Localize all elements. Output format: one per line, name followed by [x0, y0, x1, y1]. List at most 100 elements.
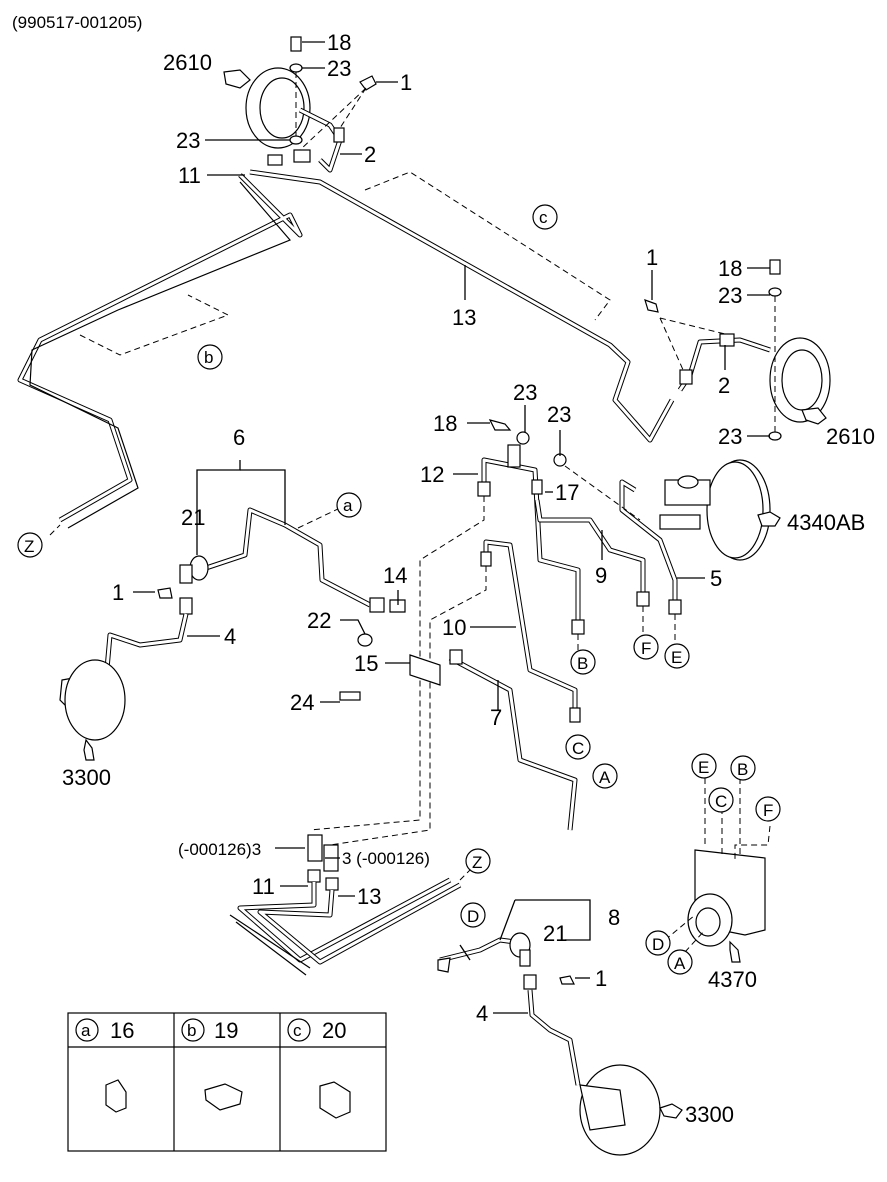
svg-text:F: F	[641, 639, 651, 658]
svg-text:a: a	[81, 1021, 91, 1040]
marker-c: C	[708, 787, 734, 813]
legend-part-19: 19	[214, 1018, 238, 1043]
legend-cell-a: a 16	[75, 1018, 134, 1113]
marker-f: F	[633, 634, 659, 660]
svg-text:Z: Z	[24, 537, 34, 556]
callout-3300: 3300	[685, 1102, 734, 1127]
callout-18: 18	[327, 30, 351, 55]
callout-13: 13	[452, 305, 476, 330]
callout-2610: 2610	[163, 50, 212, 75]
rear-brake-backing-plate-left	[223, 36, 377, 173]
callout-23: 23	[718, 424, 742, 449]
callout-14: 14	[383, 563, 407, 588]
legend-cell-c: c 20	[287, 1018, 351, 1119]
clip-b-leader	[79, 294, 230, 356]
marker-b: B	[570, 649, 596, 675]
svg-text:C: C	[572, 739, 584, 758]
part-callout-labels: 18 23 1 2610 23 2 11 13 1 18 23 2 23 261…	[62, 30, 875, 1127]
callout-23: 23	[176, 128, 200, 153]
marker-a: A	[592, 763, 618, 789]
callout-1: 1	[112, 580, 124, 605]
callout-6: 6	[233, 425, 245, 450]
svg-text:D: D	[467, 907, 479, 926]
svg-text:c: c	[293, 1021, 302, 1040]
clip-c-leader	[364, 171, 611, 321]
callout-11: 11	[178, 163, 201, 188]
callout-18: 18	[433, 411, 457, 436]
callout-3300: 3300	[62, 765, 111, 790]
callout-17: 17	[555, 480, 579, 505]
svg-text:E: E	[698, 758, 709, 777]
callout-4: 4	[476, 1001, 488, 1026]
marker-b: b	[197, 344, 223, 370]
marker-b: B	[730, 755, 756, 781]
svg-text:A: A	[599, 768, 611, 787]
svg-text:F: F	[763, 801, 773, 820]
svg-text:C: C	[715, 792, 727, 811]
callout-4370: 4370	[708, 967, 757, 992]
clip-16-icon	[105, 1079, 127, 1113]
clip-20-icon	[319, 1081, 351, 1119]
callout-1: 1	[400, 70, 412, 95]
marker-a: A	[667, 949, 693, 975]
callout-leaders	[133, 41, 770, 1014]
callout-23: 23	[513, 380, 537, 405]
clip-19-icon	[204, 1083, 243, 1111]
connection-markers: c b a Z B F E C A Z D E B C F D A	[17, 204, 781, 975]
svg-text:E: E	[671, 648, 682, 667]
marker-d: D	[645, 930, 671, 956]
callout-4: 4	[224, 624, 236, 649]
callout-18: 18	[718, 256, 742, 281]
callout-9: 9	[595, 563, 607, 588]
callout-2: 2	[718, 373, 730, 398]
marker-e: E	[664, 643, 690, 669]
right-front-brake-assembly	[437, 932, 683, 1156]
marker-c: c	[532, 204, 558, 230]
callout-1: 1	[646, 245, 658, 270]
callout-4340ab: 4340AB	[787, 510, 865, 535]
marker-e: E	[691, 753, 717, 779]
legend-cell-b: b 19	[181, 1018, 243, 1111]
callout-3-left: (-000126)3	[178, 840, 261, 859]
callout-3-right: 3 (-000126)	[342, 849, 430, 868]
marker-d: D	[460, 902, 486, 928]
callout-23: 23	[327, 56, 351, 81]
clip-legend-table: a 16 b 19 c 20	[67, 1012, 387, 1152]
abs-hydraulic-unit	[664, 778, 771, 963]
callout-8: 8	[608, 905, 620, 930]
marker-a: a	[336, 492, 362, 518]
svg-text:D: D	[652, 935, 664, 954]
z-leader-1	[49, 524, 61, 536]
callout-2: 2	[364, 142, 376, 167]
marker-c: C	[565, 734, 591, 760]
svg-text:B: B	[737, 760, 748, 779]
legend-part-16: 16	[110, 1018, 134, 1043]
svg-text:c: c	[539, 208, 548, 227]
svg-text:Z: Z	[472, 853, 482, 872]
callout-23: 23	[547, 402, 571, 427]
legend-part-20: 20	[322, 1018, 346, 1043]
callout-7: 7	[490, 705, 502, 730]
callout-22: 22	[307, 608, 331, 633]
marker-f: F	[755, 796, 781, 822]
front-brake-pipes	[309, 419, 682, 846]
callout-21: 21	[181, 505, 205, 530]
left-front-brake-assembly	[59, 507, 578, 831]
brake-booster-master-cylinder	[659, 459, 781, 561]
callout-12: 12	[420, 462, 444, 487]
svg-text:b: b	[204, 348, 213, 367]
rear-brake-backing-plate-right	[644, 259, 831, 441]
svg-text:B: B	[577, 654, 588, 673]
main-brake-pipes	[17, 169, 675, 529]
svg-text:A: A	[674, 954, 686, 973]
callout-23: 23	[718, 283, 742, 308]
callout-13: 13	[357, 884, 381, 909]
svg-text:a: a	[343, 496, 353, 515]
callout-24: 24	[290, 690, 314, 715]
diagram-code: (990517-001205)	[12, 13, 142, 32]
callout-2610: 2610	[826, 424, 875, 449]
callout-21: 21	[543, 921, 567, 946]
callout-10: 10	[442, 615, 466, 640]
callout-1: 1	[595, 966, 607, 991]
